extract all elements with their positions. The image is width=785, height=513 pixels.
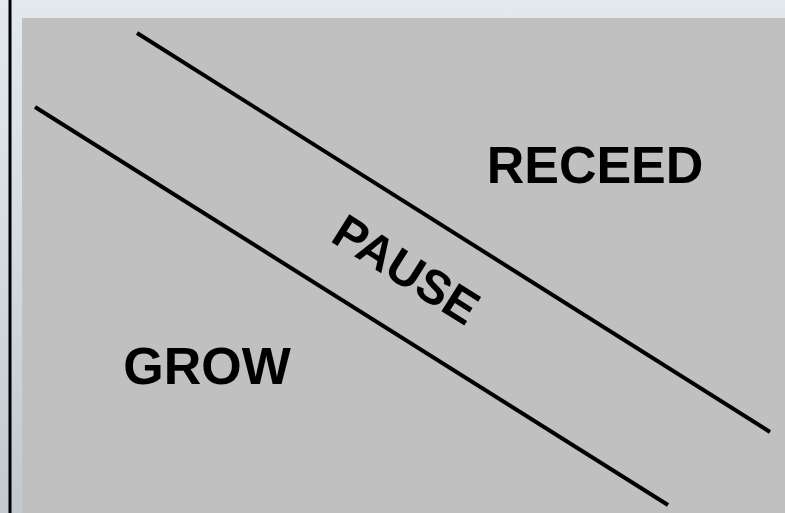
left-border-line [9,0,12,513]
region-label: RECEED [487,139,704,191]
gray-panel [22,18,785,513]
region-label: GROW [123,340,291,392]
